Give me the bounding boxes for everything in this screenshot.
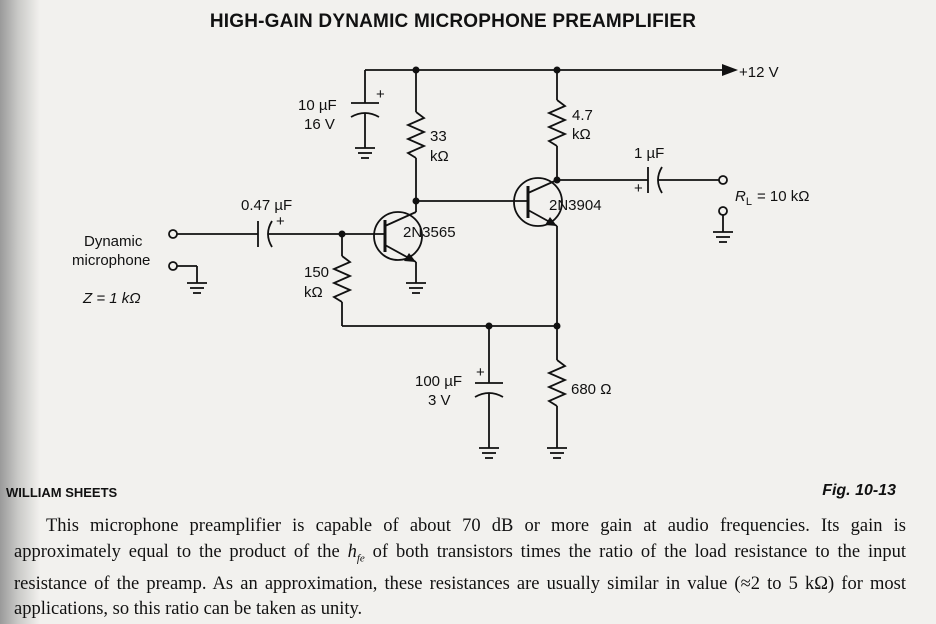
c-output-value: 1 µF: [634, 145, 664, 162]
caption-part2: of both transistors times the ratio of t…: [14, 541, 906, 620]
supply-arrow-icon: [722, 64, 738, 76]
mic-label-line2: microphone: [72, 252, 150, 269]
input-network: [168, 220, 385, 294]
r-680-value: 680 Ω: [571, 381, 611, 398]
ground-icon: [713, 231, 733, 243]
resistor-150k: [331, 234, 561, 330]
c-bypass-polarity: +: [476, 364, 485, 381]
resistor-680: [546, 326, 568, 459]
c-bypass-value: 100 µF: [415, 373, 462, 390]
c-output-polarity: +: [634, 180, 643, 197]
ground-icon: [355, 147, 375, 159]
q2-part-number: 2N3904: [549, 197, 602, 214]
transistor-q1-icon: [373, 211, 423, 261]
load-label: RL= 10 kΩ: [735, 188, 809, 208]
r-4k7-value: 4.7: [572, 107, 593, 124]
capacitor-bypass: [474, 326, 504, 459]
transistor-q1: [373, 201, 426, 294]
supply-label: +12 V: [739, 64, 779, 81]
resistor-33k: [405, 70, 427, 205]
diagram-title: HIGH-GAIN DYNAMIC MICROPHONE PREAMPLIFIE…: [209, 11, 697, 32]
c-input-polarity: +: [276, 213, 285, 230]
mic-terminal-hot-icon: [168, 229, 178, 239]
supply-rail: [365, 64, 738, 76]
mic-label-line1: Dynamic: [84, 233, 143, 250]
c-bypass-voltage: 3 V: [428, 392, 451, 409]
mic-terminal-ground-icon: [168, 261, 178, 271]
ground-icon: [187, 282, 207, 294]
c-supply-voltage: 16 V: [304, 116, 335, 133]
load-ground: [713, 206, 733, 243]
c-supply-value: 10 µF: [298, 97, 337, 114]
mic-impedance: Z = 1 kΩ: [82, 290, 141, 307]
caption-part1: This microphone preamplifier is capable …: [14, 516, 906, 562]
transistor-q2-icon: [513, 177, 563, 227]
r-33k-unit: kΩ: [430, 148, 449, 165]
caption-hfe: hfe: [347, 541, 365, 565]
r-150k-value: 150: [304, 264, 329, 281]
load-terminal-icon: [718, 206, 728, 216]
ground-icon: [547, 447, 567, 459]
resistor-4k7: [546, 70, 568, 184]
capacitor-supply: [350, 70, 380, 159]
page-binding-shadow: [0, 0, 40, 624]
schematic: +12 V + 10 µF 16 V 33 kΩ: [72, 64, 809, 459]
transistor-q2: [416, 177, 563, 326]
c-input-value: 0.47 µF: [241, 197, 292, 214]
q1-part-number: 2N3565: [403, 224, 456, 241]
r-4k7-unit: kΩ: [572, 126, 591, 143]
c-supply-polarity: +: [376, 86, 385, 103]
output-terminal-icon: [718, 175, 728, 185]
caption: This microphone preamplifier is capable …: [14, 514, 906, 623]
r-150k-unit: kΩ: [304, 284, 323, 301]
r-33k-value: 33: [430, 128, 447, 145]
capacitor-output: [557, 166, 728, 194]
ground-icon: [406, 282, 426, 294]
figure-number: Fig. 10-13: [822, 482, 896, 499]
ground-icon: [479, 447, 499, 459]
author-name: WILLIAM SHEETS: [6, 485, 118, 500]
